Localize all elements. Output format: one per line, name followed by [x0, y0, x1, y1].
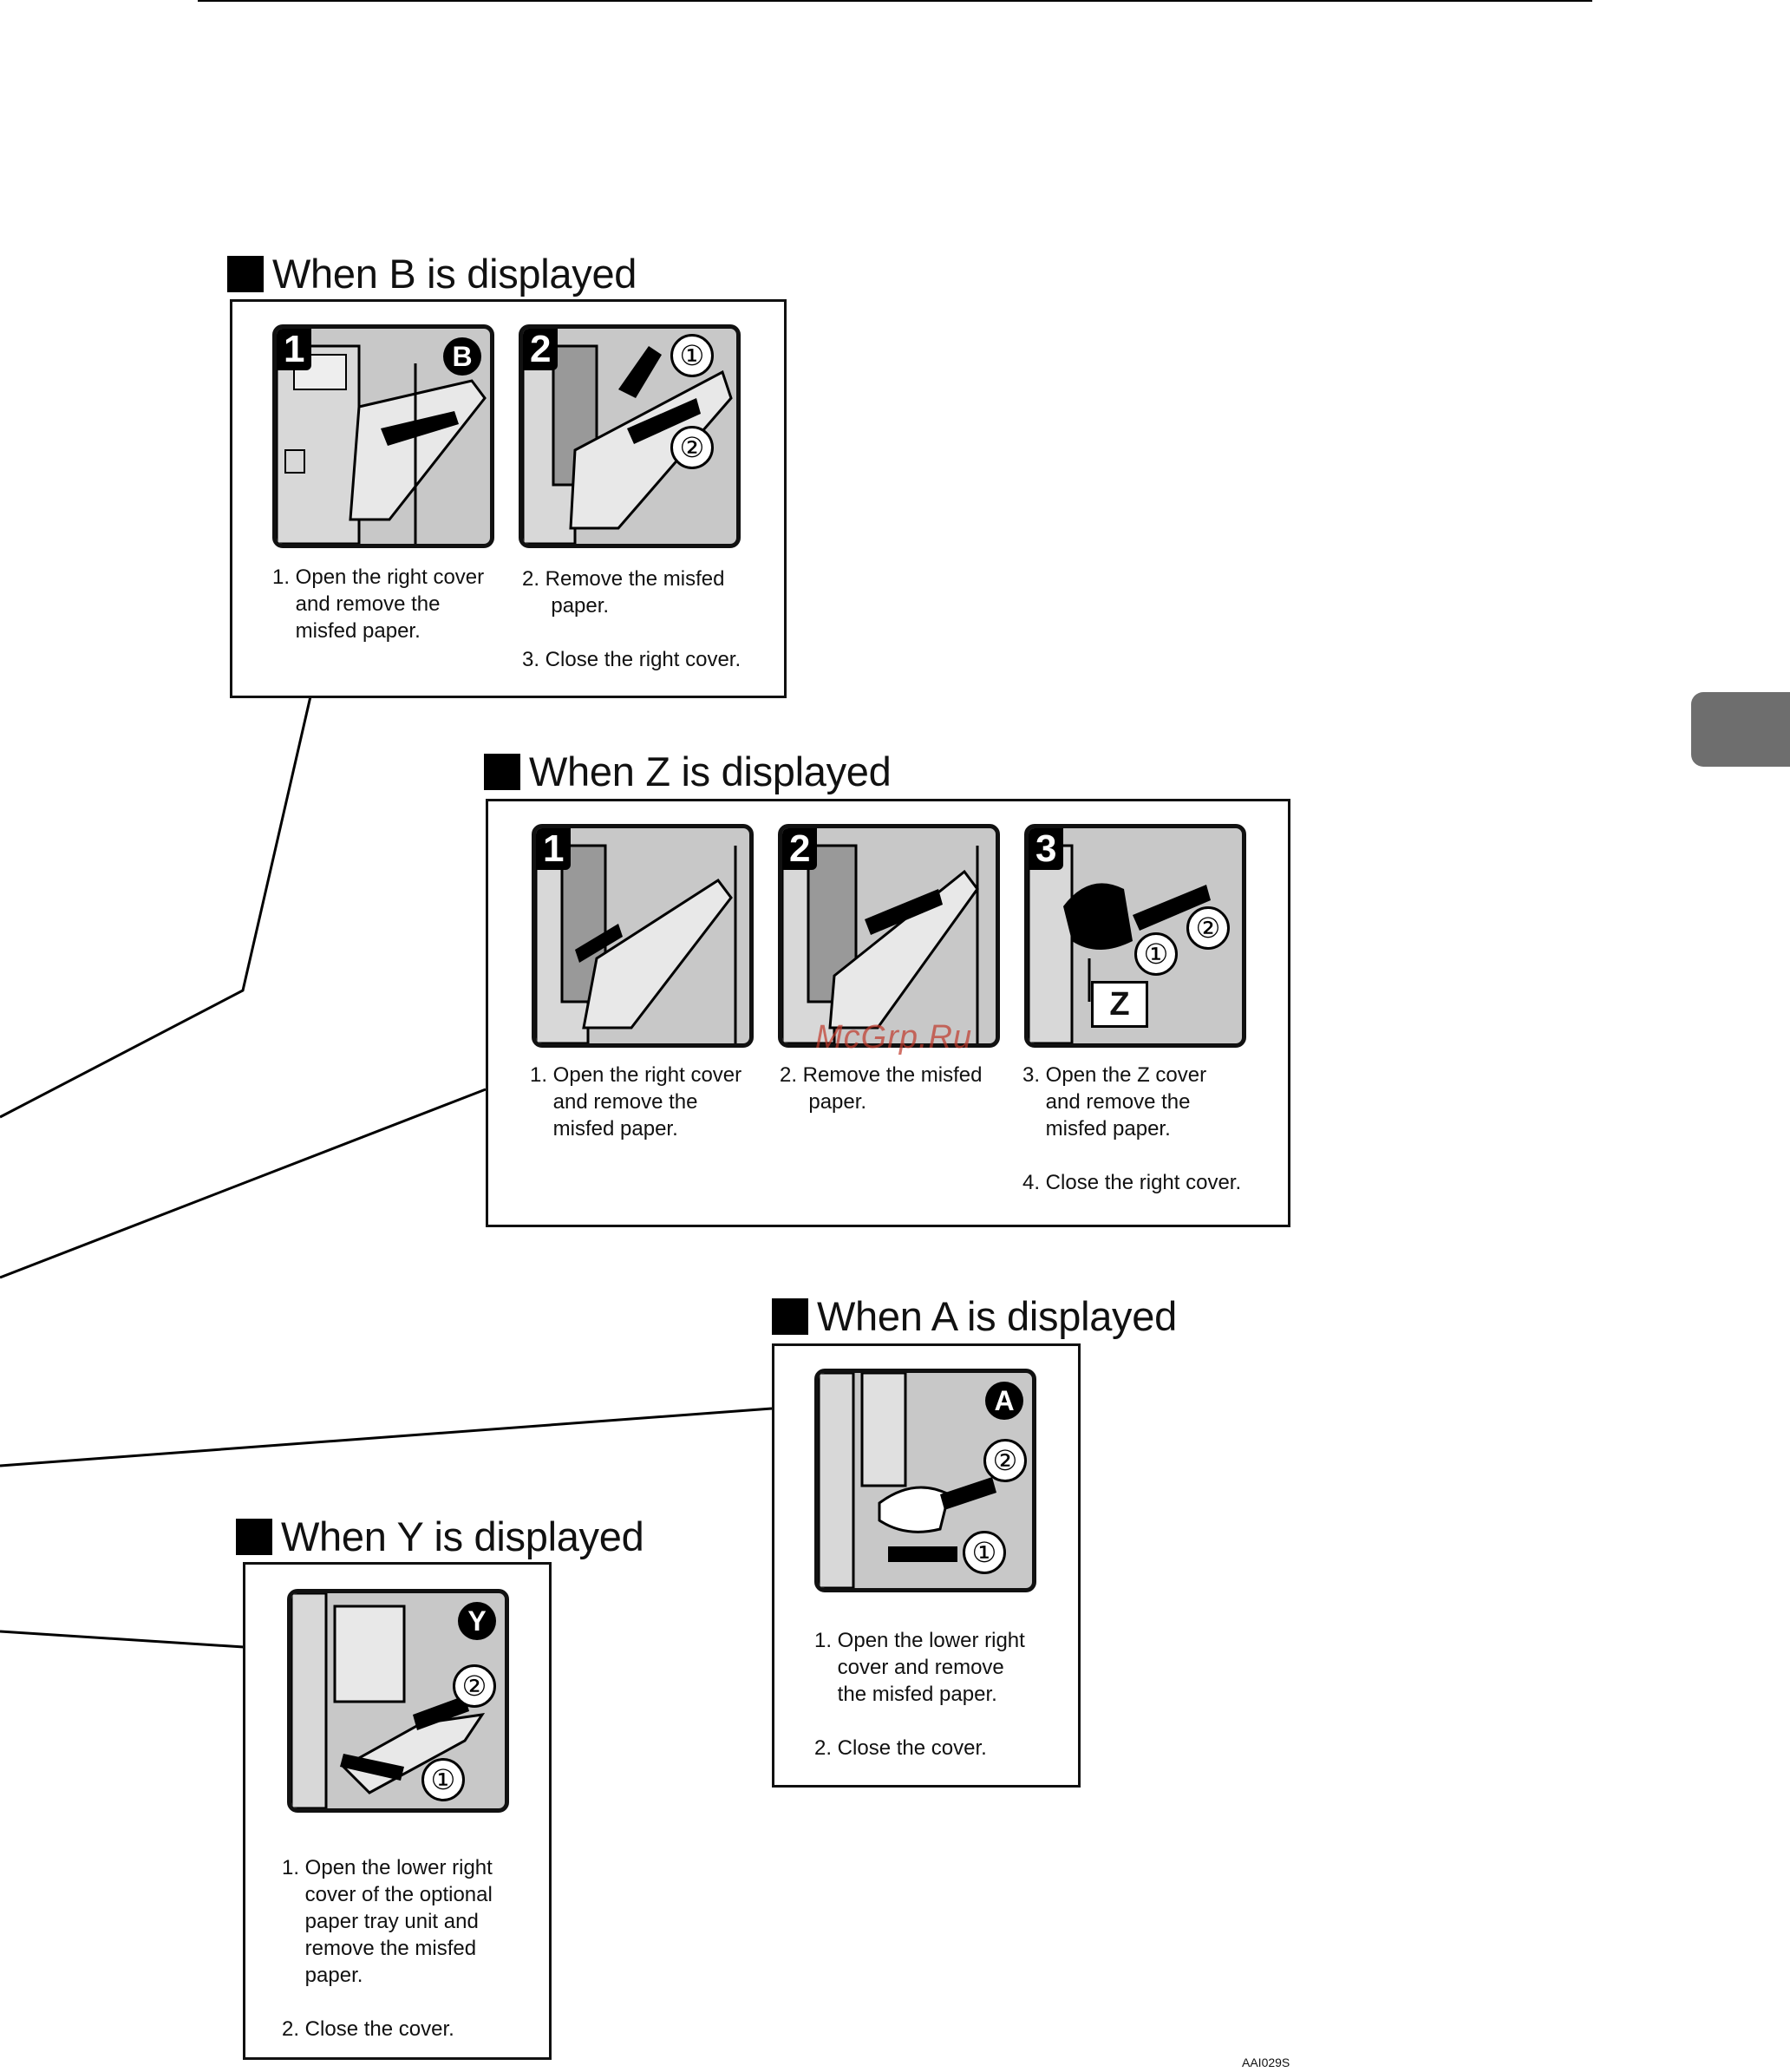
section-b-title: When B is displayed — [272, 251, 637, 297]
b-step2-figure: 2 ① ② — [519, 324, 741, 548]
z-cover-label: Z — [1091, 981, 1148, 1028]
a-caption: 1. Open the lower right cover and remove… — [814, 1629, 1025, 1760]
paper-tray-open-cover-icon — [291, 1593, 486, 1808]
heading-square-icon — [236, 1518, 272, 1555]
b-step2-caption: 2. Remove the misfed paper. 3. Close the… — [522, 567, 741, 671]
step-number: 1 — [536, 828, 572, 870]
section-y-heading: When Y is displayed — [236, 1513, 644, 1560]
location-badge-b: B — [443, 337, 481, 376]
location-badge-a: A — [985, 1382, 1023, 1420]
section-z-title: When Z is displayed — [529, 748, 892, 794]
location-badge-y: Y — [458, 1602, 496, 1640]
printer-open-cover-icon — [536, 844, 737, 1043]
figure-code: AAI029S — [1242, 2056, 1290, 2069]
watermark-text: McGrp.Ru — [815, 1019, 973, 1056]
z-step3-figure: 3 ① ② Z — [1024, 824, 1246, 1048]
section-a-panel: A ② ① 1. Open the lower right cover and … — [772, 1343, 1081, 1788]
section-z-panel: 1 2 3 ① ② Z 1. Open the right cover and … — [486, 799, 1290, 1227]
z-step2-caption: 2. Remove the misfed paper. — [780, 1063, 983, 1114]
section-y-panel: Y ② ① 1. Open the lower right cover of t… — [243, 1562, 552, 2060]
y-step-figure: Y ② ① — [287, 1589, 509, 1813]
marker-one: ① — [670, 334, 714, 377]
step-number: 2 — [782, 828, 818, 870]
marker-two: ② — [670, 426, 714, 469]
y-caption: 1. Open the lower right cover of the opt… — [282, 1856, 493, 2041]
marker-one: ① — [1134, 932, 1178, 976]
section-a-heading: When A is displayed — [772, 1292, 1177, 1340]
marker-two: ② — [983, 1439, 1027, 1482]
printer-z-cover-icon — [1029, 844, 1211, 1043]
b-step1-caption: 1. Open the right cover and remove the m… — [272, 565, 485, 643]
section-a-title: When A is displayed — [817, 1293, 1177, 1339]
heading-square-icon — [227, 255, 264, 292]
marker-two: ② — [453, 1664, 496, 1708]
z-step3-caption: 3. Open the Z cover and remove the misfe… — [1022, 1063, 1242, 1194]
marker-two: ② — [1186, 906, 1230, 950]
z-step1-figure: 1 — [532, 824, 754, 1048]
printer-remove-paper-icon — [782, 844, 979, 1043]
b-step1-figure: 1 B — [272, 324, 494, 548]
top-rule — [198, 0, 1592, 2]
marker-one: ① — [963, 1531, 1006, 1574]
step-number: 2 — [523, 329, 559, 370]
step-number: 1 — [277, 329, 312, 370]
section-z-heading: When Z is displayed — [484, 748, 892, 795]
heading-square-icon — [484, 753, 520, 790]
z-step1-caption: 1. Open the right cover and remove the m… — [530, 1063, 742, 1141]
z-step2-figure: 2 — [778, 824, 1000, 1048]
step-number: 3 — [1029, 828, 1064, 870]
a-step-figure: A ② ① — [814, 1369, 1036, 1592]
chapter-tab — [1691, 692, 1790, 767]
heading-square-icon — [772, 1297, 808, 1335]
marker-one: ① — [421, 1758, 465, 1801]
section-b-panel: 1 B 2 ① ② 1. Open the right cover and re… — [230, 299, 787, 698]
printer-lower-cover-icon — [819, 1373, 996, 1588]
section-b-heading: When B is displayed — [227, 250, 637, 297]
section-y-title: When Y is displayed — [281, 1513, 644, 1559]
